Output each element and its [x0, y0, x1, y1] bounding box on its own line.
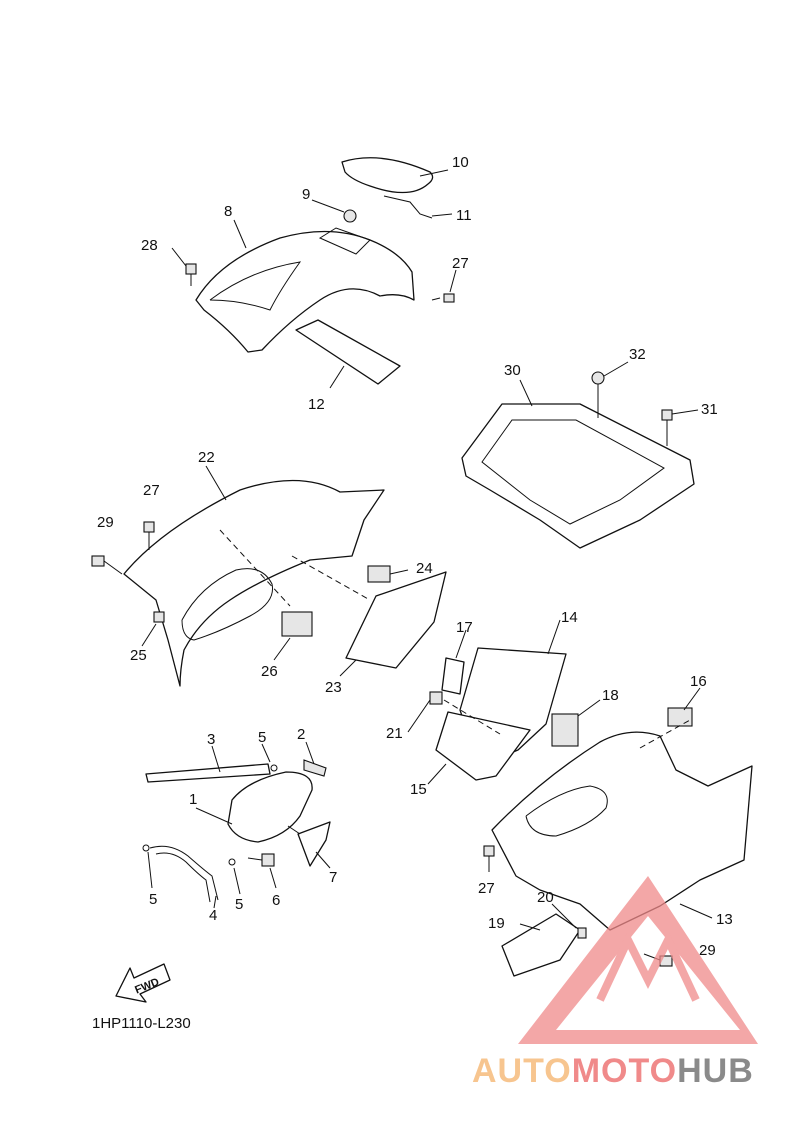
panel-23 [345, 571, 447, 669]
toolbox-1 [227, 771, 313, 843]
callout-24: 24 [416, 560, 433, 577]
callout-21: 21 [386, 725, 403, 742]
hose-4 [149, 845, 219, 901]
rear-fender-8 [195, 230, 415, 353]
callout-11: 11 [456, 207, 472, 224]
panel-15 [435, 711, 531, 781]
damper-24 [367, 565, 391, 583]
watermark-triangle-icon [518, 876, 758, 1044]
callout-1: 1 [189, 791, 197, 808]
clip-20 [577, 927, 587, 939]
damper-17 [441, 657, 465, 695]
side-cover-22 [123, 479, 385, 687]
callout-7: 7 [329, 869, 337, 886]
callout-28: 28 [141, 237, 158, 254]
side-cover-13 [491, 731, 753, 931]
carrier-group [461, 361, 699, 549]
callout-4: 4 [209, 907, 217, 924]
watermark-auto: AUTO [472, 1052, 572, 1090]
damper-26 [281, 611, 313, 637]
rear-fender-group [171, 157, 457, 389]
callout-27-b: 27 [143, 482, 160, 499]
callout-25: 25 [130, 647, 147, 664]
fender-pad-12 [295, 319, 401, 385]
watermark-text: AUTOMOTOHUB [472, 1052, 754, 1090]
bolt-27-right [483, 845, 495, 872]
callout-5-b: 5 [149, 891, 157, 908]
callout-5-a: 5 [258, 729, 266, 746]
callout-29-a: 29 [97, 514, 114, 531]
bolt-27-left [143, 521, 155, 550]
callouts: 1 2 3 4 5 5 5 6 7 8 9 10 11 12 13 14 15 … [97, 154, 733, 959]
callout-31: 31 [701, 401, 718, 418]
toolbox-group [142, 741, 331, 909]
callout-12: 12 [308, 396, 325, 413]
callout-2: 2 [297, 726, 305, 743]
callout-26: 26 [261, 663, 278, 680]
callout-6: 6 [272, 892, 280, 909]
side-cover-left-group [91, 465, 447, 687]
seat-cover-10 [341, 157, 434, 194]
watermark-hub: HUB [677, 1052, 754, 1090]
callout-5-c: 5 [235, 896, 243, 913]
clip-2 [303, 759, 327, 777]
bolt-6 [247, 853, 275, 867]
clip-5-a [270, 764, 278, 772]
watermark-moto: MOTO [572, 1052, 677, 1090]
tool-tube-3 [145, 763, 271, 783]
callout-27-c: 27 [478, 880, 495, 897]
carrier-30 [461, 403, 695, 549]
grommet-9 [343, 209, 357, 223]
callout-18: 18 [602, 687, 619, 704]
clip-5-b [142, 844, 150, 852]
center-panels-group [407, 619, 601, 785]
callout-27-a: 27 [452, 255, 469, 272]
callout-14: 14 [561, 609, 578, 626]
callout-17: 17 [456, 619, 473, 636]
bracket-11 [383, 195, 433, 219]
callout-8: 8 [224, 203, 232, 220]
callout-30: 30 [504, 362, 521, 379]
fwd-arrow-icon: FWD [115, 963, 171, 1003]
callout-20: 20 [537, 889, 554, 906]
nut-32 [591, 371, 605, 418]
callout-16: 16 [690, 673, 707, 690]
damper-21 [429, 691, 443, 705]
callout-10: 10 [452, 154, 469, 171]
callout-29-b: 29 [699, 942, 716, 959]
diagram-code: 1HP1110-L230 [92, 1015, 191, 1032]
callout-15: 15 [410, 781, 427, 798]
callout-32: 32 [629, 346, 646, 363]
damper-18 [551, 713, 579, 747]
bolt-31 [661, 409, 673, 446]
bolt-29-left [91, 555, 123, 575]
callout-22: 22 [198, 449, 215, 466]
watermark-logo [518, 876, 758, 1044]
bolt-27-top [431, 293, 455, 303]
panel-19 [501, 913, 581, 977]
callout-3: 3 [207, 731, 215, 748]
clip-5-c [228, 858, 236, 866]
callout-23: 23 [325, 679, 342, 696]
clip-25 [153, 611, 165, 623]
side-cover-right-group [483, 687, 753, 977]
callout-9: 9 [302, 186, 310, 203]
callout-19: 19 [488, 915, 505, 932]
bracket-7 [297, 821, 331, 867]
callout-13: 13 [716, 911, 733, 928]
bolt-28 [185, 263, 197, 286]
damper-16 [667, 707, 693, 727]
